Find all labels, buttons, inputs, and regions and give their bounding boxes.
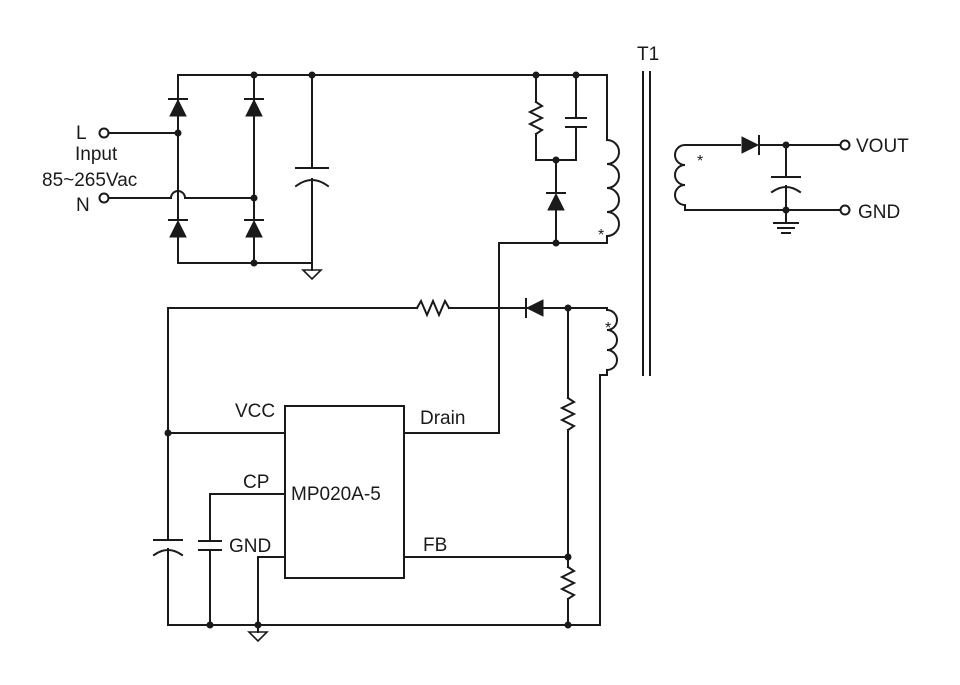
- ground-icon-output: [773, 222, 799, 234]
- pin-wiring: [152, 242, 601, 633]
- feedback-divider: [559, 307, 577, 629]
- output-rectifier: [741, 135, 841, 223]
- dot-primary: *: [598, 227, 604, 244]
- label-l: L: [76, 123, 87, 144]
- ic-mp020a-5: MP020A-5: [284, 405, 405, 579]
- input-terminal-l: [98, 127, 179, 139]
- dc-bus: [177, 71, 608, 267]
- label-input-range: 85~265Vac: [42, 170, 137, 191]
- label-pin-cp: CP: [243, 472, 269, 493]
- transformer-t1: [498, 71, 841, 376]
- label-t1: T1: [637, 44, 659, 65]
- label-input: Input: [75, 144, 118, 165]
- output-terminal-gnd: [839, 204, 851, 216]
- input-terminal-n: [98, 190, 255, 204]
- label-gnd-out: GND: [858, 202, 900, 223]
- output-terminal-vout: [839, 139, 851, 151]
- ground-icon-ic: [247, 631, 269, 643]
- label-pin-gnd: GND: [229, 536, 271, 557]
- dot-auxiliary: *: [605, 320, 611, 337]
- aux-supply: [167, 298, 608, 318]
- label-pin-fb: FB: [423, 535, 447, 556]
- dot-secondary: *: [697, 153, 703, 170]
- label-pin-vcc: VCC: [235, 401, 275, 422]
- ground-icon-input: [301, 269, 323, 281]
- label-vout: VOUT: [856, 136, 909, 157]
- snubber-rcd: [527, 74, 587, 247]
- bridge-rectifier: [168, 74, 264, 264]
- bulk-capacitor: [294, 74, 330, 271]
- label-n: N: [76, 195, 90, 216]
- ic-part-label: MP020A-5: [291, 484, 381, 505]
- label-pin-drain: Drain: [420, 408, 465, 429]
